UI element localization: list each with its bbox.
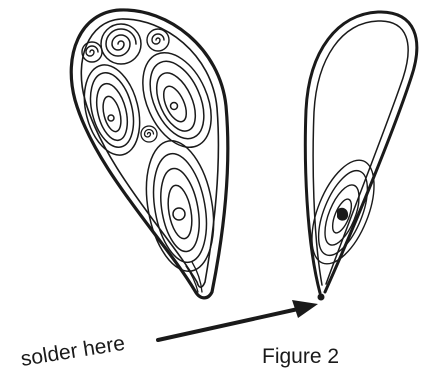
- teardrop-coil-left: [76, 59, 149, 161]
- spiral-coil-small-right: [147, 29, 169, 51]
- coil-center-fill: [337, 208, 348, 221]
- teardrop-outer-outline: [71, 10, 228, 298]
- callout-arrow: [158, 300, 318, 340]
- solder-point-dot: [318, 294, 325, 301]
- open-loop-illustration: [299, 12, 417, 301]
- callout-arrow-shaft: [158, 309, 298, 340]
- spiral-coil-small-left: [82, 42, 102, 62]
- filled-teardrop-illustration: [71, 10, 228, 298]
- callout-label: solder here: [19, 332, 126, 371]
- spiral-coil-top: [101, 24, 141, 64]
- figure-caption: Figure 2: [262, 345, 339, 368]
- open-loop-inner-outline: [313, 21, 408, 285]
- callout-arrowhead: [292, 300, 318, 318]
- spiral-coil-center: [141, 126, 157, 142]
